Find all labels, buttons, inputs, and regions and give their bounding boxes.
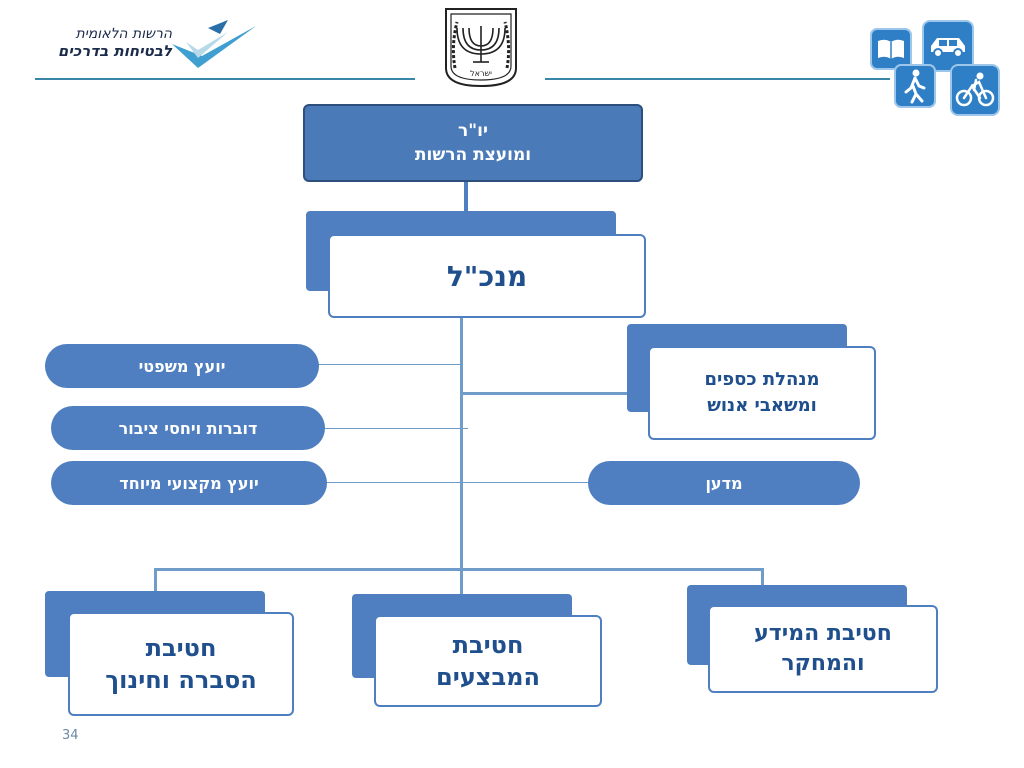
connector-divisions-bar: [154, 568, 764, 571]
director-label: מנכ"ל: [446, 259, 528, 293]
connector-division-right: [761, 568, 764, 588]
division-research-line-2: והמחקר: [781, 651, 865, 676]
chairman-title: יו"ר: [458, 121, 488, 141]
division-education-line-2: הסברה וחינוך: [105, 666, 257, 694]
connector-special-advisor: [326, 482, 590, 483]
connector-division-left: [154, 568, 157, 592]
director-box: מנכ"ל: [328, 234, 646, 318]
connector-finance: [460, 392, 652, 395]
connector-chairman-director: [464, 178, 468, 234]
connector-division-middle: [460, 568, 463, 594]
special-advisor-label: יועץ מקצועי מיוחד: [119, 473, 259, 493]
division-research-line-1: חטיבת המידע: [754, 621, 892, 646]
scientist-pill: מדען: [588, 461, 860, 505]
division-research-box: חטיבת המידע והמחקר: [708, 605, 938, 693]
header-rule-right: [545, 78, 890, 80]
finance-line-2: ומשאבי אנוש: [707, 395, 817, 416]
page-number: 34: [62, 728, 79, 743]
bicycle-icon: [950, 64, 1000, 116]
scientist-label: מדען: [705, 473, 743, 493]
logo-line-1: הרשות הלאומית: [75, 26, 172, 42]
authority-logo-text: הרשות הלאומית לבטיחות בדרכים: [32, 26, 172, 60]
book-icon: [870, 28, 912, 70]
israel-emblem-icon: ישראל: [445, 8, 517, 88]
finance-box: מנהלת כספים ומשאבי אנוש: [648, 346, 876, 440]
pr-label: דוברות ויחסי ציבור: [118, 418, 258, 438]
connector-legal: [318, 364, 462, 365]
road-icons-cluster: [868, 20, 1008, 120]
division-operations-box: חטיבת המבצעים: [374, 615, 602, 707]
emblem-caption: ישראל: [470, 69, 492, 78]
authority-checkmark-logo: [172, 20, 256, 68]
division-operations-line-2: המבצעים: [436, 663, 540, 691]
header-rule-left: [35, 78, 415, 80]
special-advisor-pill: יועץ מקצועי מיוחד: [51, 461, 327, 505]
pr-pill: דוברות ויחסי ציבור: [51, 406, 325, 450]
chairman-box: יו"ר ומועצת הרשות: [303, 104, 643, 182]
logo-line-2: לבטיחות בדרכים: [57, 42, 172, 60]
division-education-line-1: חטיבת: [145, 634, 217, 662]
legal-advisor-pill: יועץ משפטי: [45, 344, 319, 388]
connector-main-trunk: [460, 316, 463, 570]
division-operations-line-1: חטיבת: [452, 631, 524, 659]
car-icon: [922, 20, 974, 72]
chairman-subtitle: ומועצת הרשות: [414, 145, 532, 165]
connector-pr: [318, 428, 468, 429]
division-education-box: חטיבת הסברה וחינוך: [68, 612, 294, 716]
legal-advisor-label: יועץ משפטי: [138, 356, 226, 376]
finance-line-1: מנהלת כספים: [704, 369, 820, 390]
pedestrian-icon: [894, 64, 936, 108]
